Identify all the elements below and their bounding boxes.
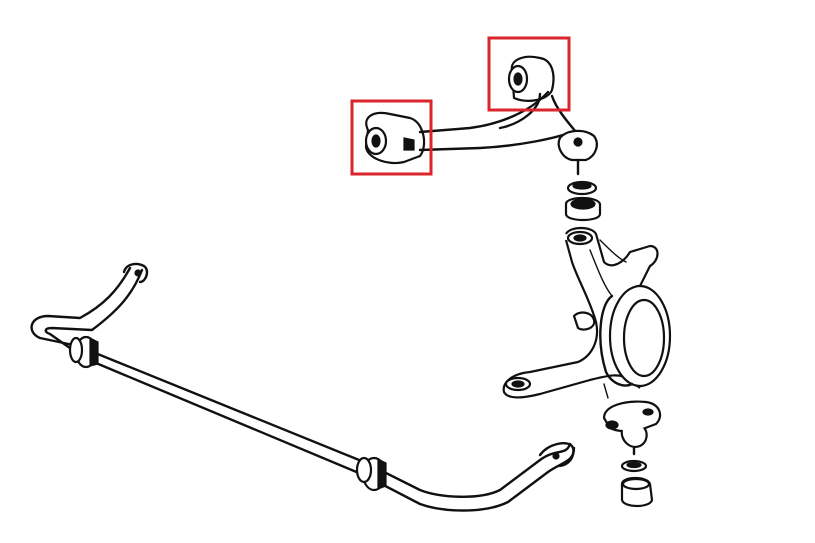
knuckle-hub-inner (622, 298, 666, 378)
upper-control-arm (364, 55, 578, 165)
upper-ball-joint (557, 129, 598, 176)
stabilizer-bar (30, 262, 576, 512)
lower-ball-joint (602, 400, 662, 456)
stabilizer-end-hole-right (552, 452, 560, 460)
upper-arm-rear-bushing (507, 55, 555, 102)
upper-bushing-ring (564, 196, 602, 222)
lower-dust-boot (620, 476, 654, 508)
lower-seal-ring (620, 459, 648, 473)
stabilizer-end-hole-left (134, 269, 142, 277)
stabilizer-bushing-left (68, 335, 99, 369)
stabilizer-bushing-right (355, 456, 387, 492)
steering-knuckle (502, 226, 672, 399)
highlight-box-rear-bushing (487, 36, 571, 112)
upper-dust-seal (566, 180, 598, 196)
highlight-box-front-bushing (350, 99, 433, 176)
upper-arm-front-bushing (364, 111, 426, 165)
